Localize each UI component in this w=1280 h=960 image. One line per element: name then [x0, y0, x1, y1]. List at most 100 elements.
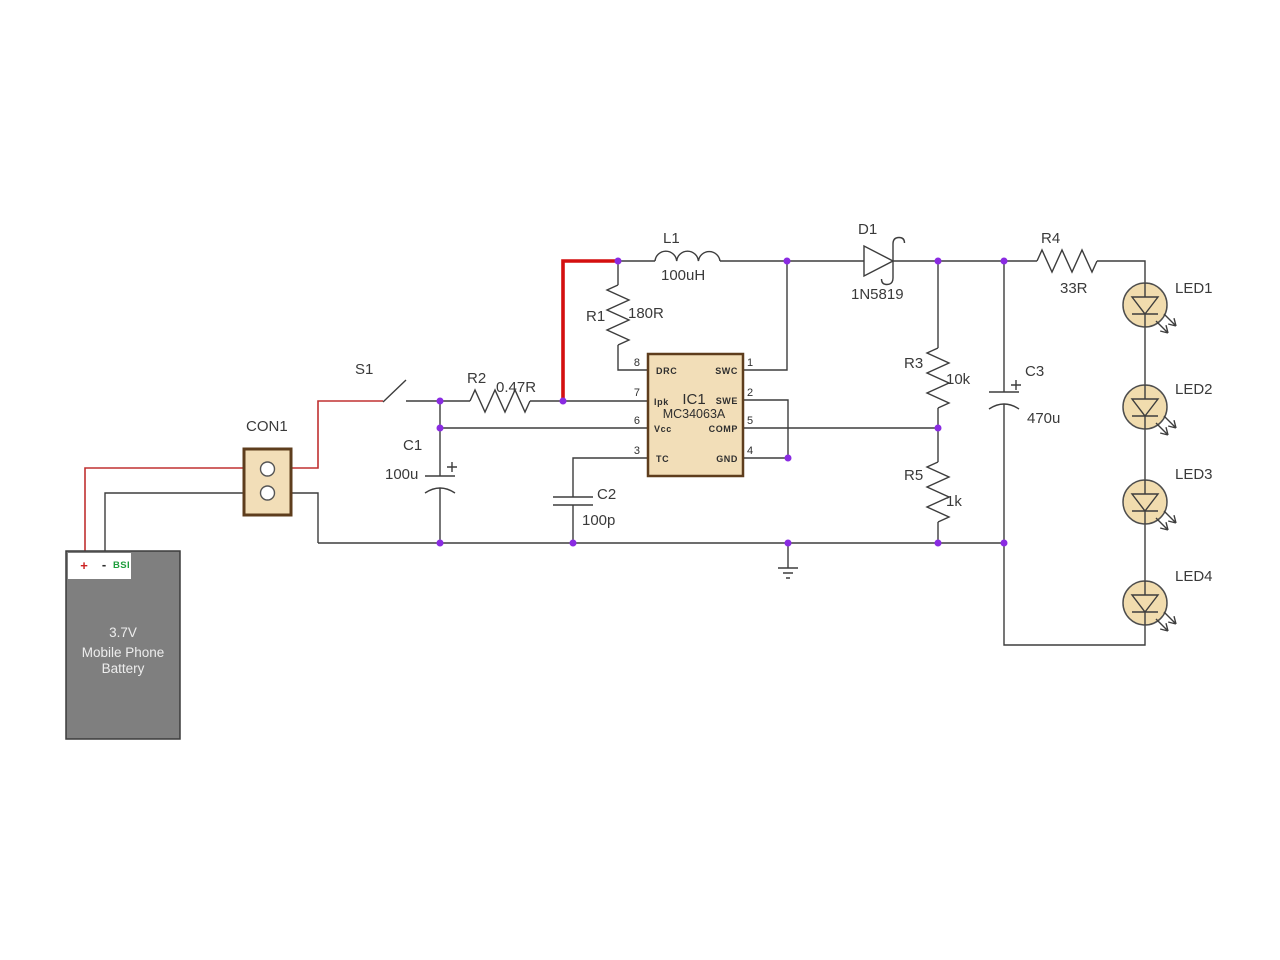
c3-label: C3 — [1025, 363, 1044, 380]
battery-body — [65, 550, 181, 740]
r3-label: R3 — [904, 355, 923, 372]
switch-s1: S1 — [355, 361, 407, 403]
ic1-pin-name-drc: DRC — [656, 366, 677, 376]
l1-value: 100uH — [661, 267, 705, 284]
r2-value: 0.47R — [496, 379, 536, 396]
comp-feedback-net-wires — [743, 408, 939, 462]
c3-polarity-plus — [1011, 380, 1021, 390]
battery-minus-terminal: - — [102, 557, 106, 572]
led1-emission-arrows — [1155, 313, 1177, 334]
led2-emission-arrows — [1155, 415, 1177, 436]
battery-label-strip — [68, 553, 131, 579]
r5-label: R5 — [904, 467, 923, 484]
resistor-r5: R5 1k — [904, 461, 962, 523]
led1: LED1 — [1122, 280, 1213, 334]
l1-coil — [654, 250, 721, 262]
ic1-body — [646, 352, 745, 478]
ic1-pin-num-8: 8 — [634, 357, 640, 369]
c2-plates — [553, 496, 593, 506]
c1-plate-bottom — [424, 487, 456, 494]
c3-plate-bottom — [988, 403, 1020, 410]
swc-net-wires — [743, 261, 788, 371]
r1-zigzag — [605, 284, 631, 346]
ic1-pin-name-comp: COMP — [709, 424, 738, 434]
c3-value: 470u — [1027, 410, 1060, 427]
ic1-pin-name-tc: TC — [656, 454, 669, 464]
ic1-pin-num-2: 2 — [747, 387, 753, 399]
capacitor-c1: C1 100u — [385, 437, 457, 494]
junction-dots — [436, 257, 1008, 547]
con1-pin2-circle — [259, 485, 276, 501]
connector-con1: CON1 — [242, 418, 293, 517]
d1-triangle — [863, 244, 895, 278]
battery-bsi-label: BSI — [113, 560, 130, 571]
led3-label: LED3 — [1175, 466, 1213, 483]
resistor-r4: R4 33R — [1036, 230, 1098, 297]
swe-gnd-net-wires — [743, 399, 789, 459]
led2-diode-symbol — [1130, 385, 1160, 429]
capacitor-c2: C2 100p — [553, 486, 616, 529]
ic1-pin-num-1: 1 — [747, 357, 753, 369]
r4-label: R4 — [1041, 230, 1060, 247]
d1-schottky-bar — [880, 236, 906, 286]
ic1-part-number: MC34063A — [663, 407, 726, 421]
ic1-pin-name-swe: SWE — [716, 396, 738, 406]
battery-desc-line2: Battery — [102, 661, 145, 676]
ic1-pin-num-6: 6 — [634, 415, 640, 427]
drc-net-wires — [617, 261, 648, 371]
switched-input-net-wires — [406, 400, 648, 476]
con1-body — [242, 447, 293, 517]
led3: LED3 — [1122, 466, 1213, 531]
led3-diode-symbol — [1130, 480, 1160, 524]
capacitor-c3: C3 470u — [988, 363, 1060, 427]
battery: + - BSI 3.7V Mobile Phone Battery — [65, 550, 181, 740]
led4-diode-symbol — [1130, 581, 1160, 625]
diode-d1: D1 1N5819 — [851, 221, 906, 303]
r1-label: R1 — [586, 308, 605, 325]
d1-label: D1 — [858, 221, 877, 238]
resistor-r3: R3 10k — [904, 347, 971, 409]
led2: LED2 — [1122, 381, 1213, 436]
ground-symbol — [778, 567, 798, 579]
ic1-pin-num-3: 3 — [634, 445, 640, 457]
con1-label: CON1 — [246, 418, 288, 435]
ic1-pin-name-gnd: GND — [716, 454, 738, 464]
led4: LED4 — [1122, 568, 1213, 632]
boost-node-highlight-net — [561, 259, 618, 401]
output-net-wires — [787, 260, 1146, 581]
c2-value: 100p — [582, 512, 615, 529]
r4-zigzag — [1036, 248, 1098, 274]
battery-positive-net — [84, 400, 383, 551]
ic1-pin-num-4: 4 — [747, 445, 753, 457]
r5-value: 1k — [946, 493, 962, 510]
r3-zigzag — [925, 347, 951, 409]
led1-diode-symbol — [1130, 283, 1160, 327]
c1-polarity-plus — [447, 462, 457, 472]
c1-label: C1 — [403, 437, 422, 454]
r3-value: 10k — [946, 371, 971, 388]
ic1-mc34063a: IC1 MC34063A DRC Ipk Vcc TC SWC SWE COMP… — [634, 352, 753, 478]
c1-value: 100u — [385, 466, 418, 483]
tc-net-wires — [572, 457, 648, 497]
led3-emission-arrows — [1155, 510, 1177, 531]
l1-label: L1 — [663, 230, 680, 247]
led4-emission-arrows — [1155, 611, 1177, 632]
r2-label: R2 — [467, 370, 486, 387]
con1-pin1-circle — [259, 461, 276, 477]
r2-zigzag — [469, 388, 531, 414]
led4-label: LED4 — [1175, 568, 1213, 585]
s1-label: S1 — [355, 361, 373, 378]
battery-desc-line1: Mobile Phone — [82, 645, 165, 660]
resistor-r2: R2 0.47R — [467, 370, 536, 414]
c2-label: C2 — [597, 486, 616, 503]
d1-value: 1N5819 — [851, 286, 904, 303]
r1-value: 180R — [628, 305, 664, 322]
ic1-pin-num-7: 7 — [634, 387, 640, 399]
ic1-pin-name-swc: SWC — [715, 366, 738, 376]
ic1-pin-name-vcc: Vcc — [654, 424, 672, 434]
ic1-label: IC1 — [682, 391, 705, 408]
resistor-r1: R1 180R — [586, 284, 664, 346]
r4-value: 33R — [1060, 280, 1088, 297]
